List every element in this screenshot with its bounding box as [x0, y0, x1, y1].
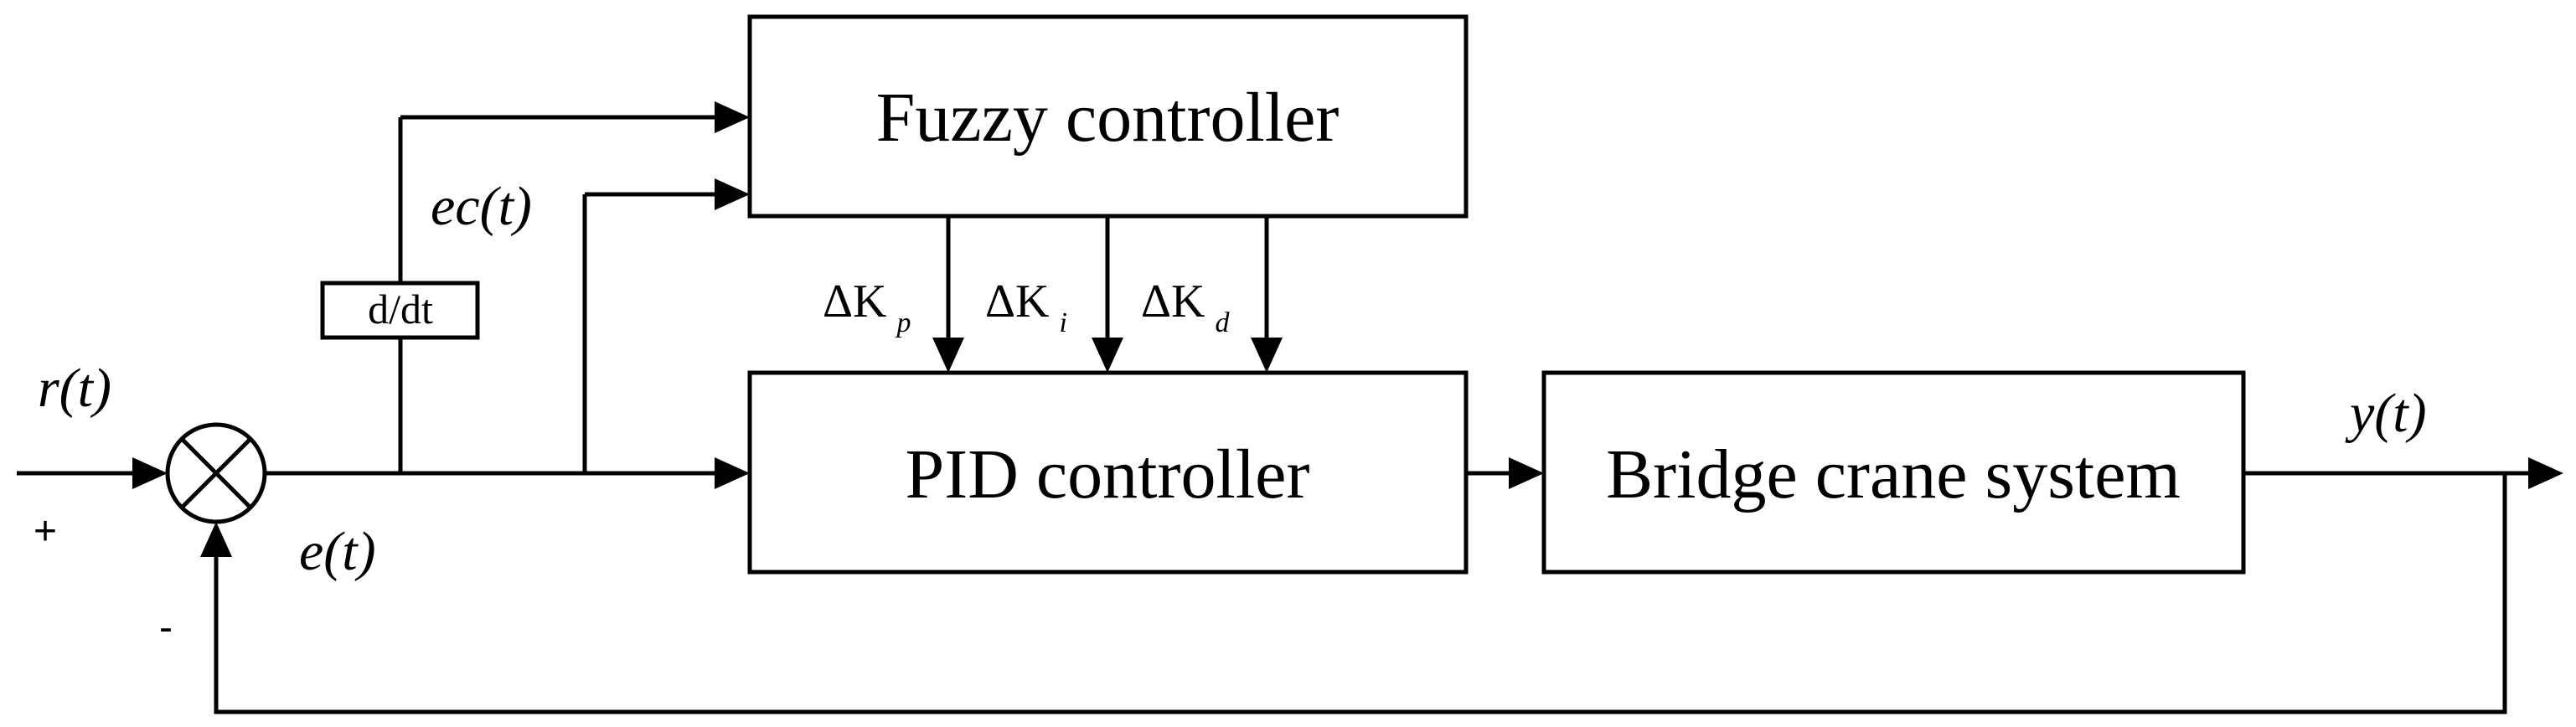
gain-kd-symbol: ΔK [1141, 276, 1205, 327]
summing-junction [165, 422, 267, 524]
bridge-crane-system-label: Bridge crane system [1606, 436, 2181, 513]
error-change-signal-label: ec(t) [431, 176, 532, 237]
control-signal-wire [1466, 457, 1544, 489]
fuzzy-controller-block [747, 14, 1469, 219]
fuzzy-controller-label: Fuzzy controller [876, 79, 1340, 157]
error-wire [265, 457, 750, 489]
gain-label-kd: ΔK d [1141, 276, 1230, 338]
error-signal-label: e(t) [299, 521, 376, 582]
bridge-crane-system-block [1541, 370, 2246, 575]
plus-sign: + [34, 509, 57, 554]
gain-label-kp: ΔK p [823, 276, 911, 338]
output-wire [2243, 457, 2563, 489]
gain-arrow-kp [932, 216, 964, 373]
pid-controller-block [747, 370, 1469, 575]
minus-sign: - [159, 606, 173, 650]
derivative-label: d/dt [368, 286, 433, 333]
gain-kp-symbol: ΔK [823, 276, 886, 327]
gain-arrow-kd [1251, 216, 1283, 373]
derivative-block [320, 281, 480, 340]
gain-label-ki: ΔK i [985, 276, 1067, 338]
reference-signal-label: r(t) [38, 358, 111, 419]
pid-controller-label: PID controller [906, 436, 1310, 513]
output-signal-label: y(t) [2345, 383, 2427, 444]
feedback-wire [200, 473, 2507, 714]
gain-kp-subscript: p [895, 307, 911, 338]
input-wire [17, 457, 168, 489]
gain-ki-subscript: i [1059, 307, 1066, 338]
gain-ki-symbol: ΔK [985, 276, 1049, 327]
gain-kd-subscript: d [1215, 307, 1230, 338]
derivative-branch-wire [398, 101, 750, 473]
gain-arrow-ki [1092, 216, 1123, 373]
error-branch-wire [582, 178, 750, 473]
